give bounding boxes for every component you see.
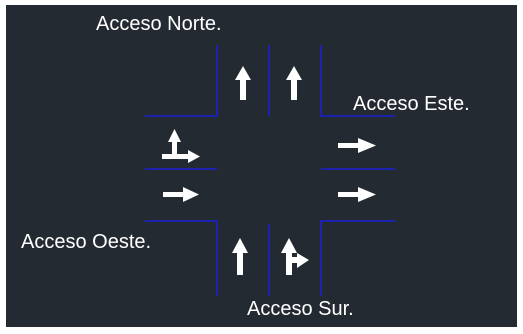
north-approach-label: Acceso Norte. (96, 13, 222, 35)
diagram-background (6, 5, 517, 327)
west-lane-2-straight-right-arrow (163, 187, 199, 202)
east-lane-1-straight-right-arrow (338, 138, 376, 153)
north-lane-1-straight-up-arrow (235, 66, 251, 100)
south-approach-label: Acceso Sur. (247, 298, 354, 320)
east-lane-2-straight-right-arrow (338, 187, 376, 202)
north-approach-lines (145, 45, 395, 117)
east-approach-label: Acceso Este. (353, 93, 470, 115)
west-lane-1-straight-and-right-turn-arrow (162, 129, 200, 163)
west-approach-label: Acceso Oeste. (21, 231, 152, 253)
south-lane-2-straight-and-right-turn-arrow (281, 238, 309, 275)
south-approach-lines (145, 220, 395, 296)
south-lane-1-straight-up-arrow (232, 238, 248, 275)
north-lane-2-straight-up-arrow (286, 66, 302, 100)
